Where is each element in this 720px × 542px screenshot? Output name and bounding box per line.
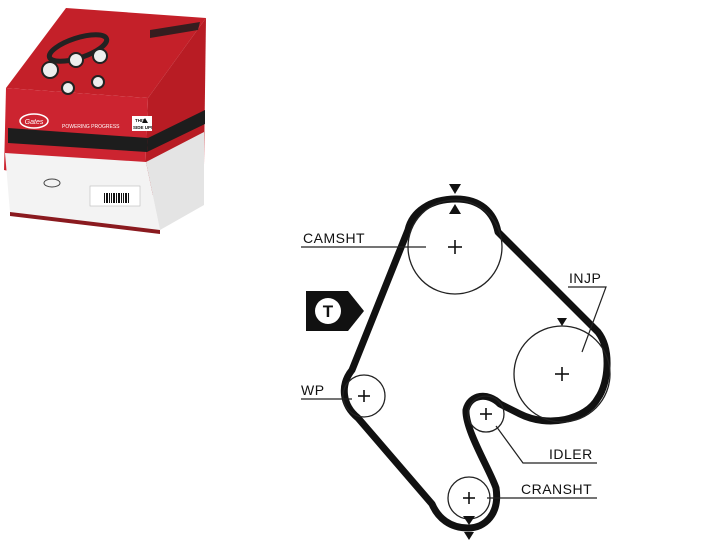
orientation-label-line2: SIDE UP! <box>133 125 153 130</box>
label-wp: WP <box>301 382 325 398</box>
tensioner-badge: T <box>306 291 364 331</box>
timing-mark-injp-icon <box>557 318 567 326</box>
box-front-stripe <box>8 128 148 152</box>
pulley-wp <box>342 374 386 418</box>
leader-lines <box>301 246 607 499</box>
timing-mark-top-outer-icon <box>449 184 461 194</box>
timing-belt <box>340 195 611 532</box>
gates-logo-icon <box>19 113 49 129</box>
tensioner-label: T <box>323 302 334 321</box>
timing-mark-crank-inner-icon <box>463 516 475 525</box>
timing-mark-top-inner-icon <box>449 204 461 214</box>
label-camsht: CAMSHT <box>303 230 365 246</box>
orientation-label-line1: THIS <box>135 118 145 123</box>
timing-diagram: CAMSHT INJP WP IDLER CRANSHT T <box>301 184 611 540</box>
label-cransht: CRANSHT <box>521 481 592 497</box>
orientation-label <box>132 116 152 131</box>
belt-illustration <box>41 32 110 95</box>
box-bottom-edge <box>10 212 160 234</box>
label-idler: IDLER <box>549 446 593 462</box>
box-side-deco <box>150 22 200 38</box>
small-logo-icon <box>43 178 61 188</box>
barcode-icon <box>104 193 129 203</box>
slogan-text: POWERING PROGRESS <box>62 124 120 130</box>
brand-logo-text: Gates <box>25 119 44 126</box>
product-box: Gates POWERING PROGRESS THIS SIDE UP! <box>4 8 206 234</box>
label-injp: INJP <box>569 270 601 286</box>
tensioner-circle <box>315 298 341 324</box>
pulley-idler <box>467 395 505 433</box>
box-side-stripe <box>147 110 205 152</box>
box-lower-side <box>146 132 204 230</box>
pulley-center-marks <box>358 240 569 504</box>
timing-mark-crank-outer-icon <box>464 532 474 540</box>
arrow-up-icon <box>142 118 148 123</box>
box-lower-front <box>5 153 160 230</box>
